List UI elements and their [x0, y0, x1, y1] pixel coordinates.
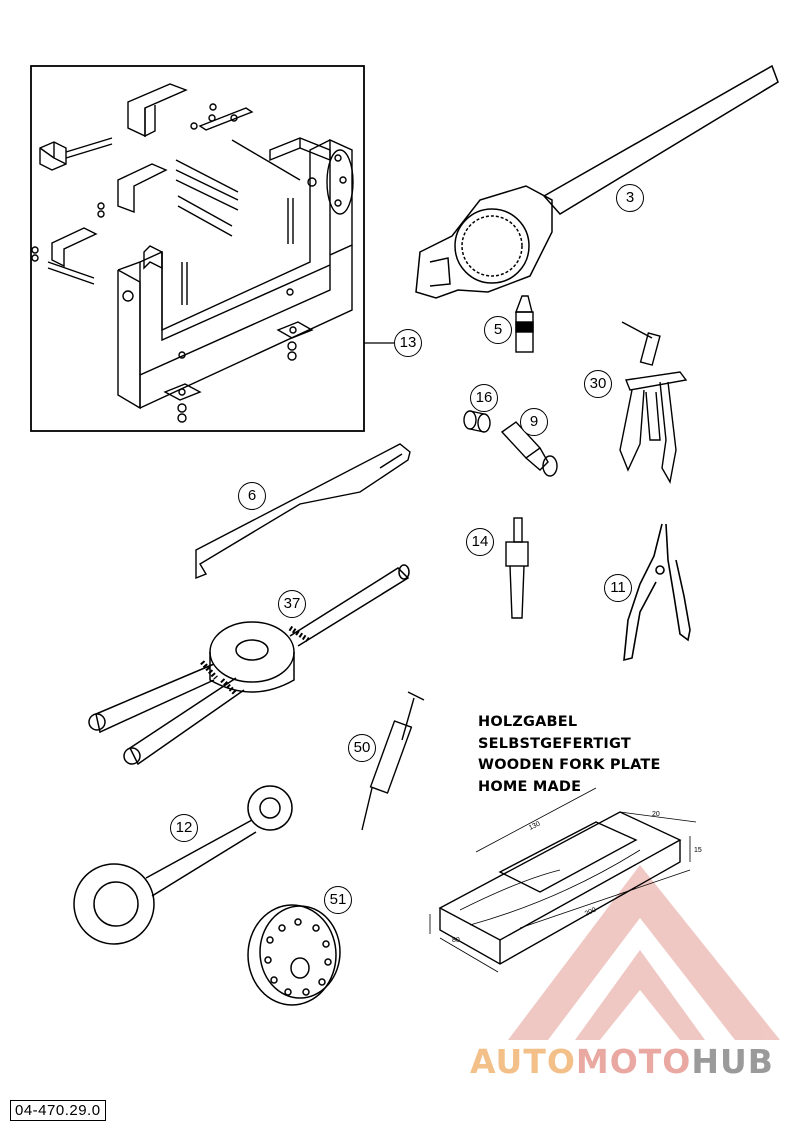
- watermark-hub: HUB: [691, 1042, 774, 1081]
- callout-30: 30: [584, 370, 612, 398]
- watermark-text: AUTOMOTOHUB: [470, 1042, 774, 1081]
- grease-syringe: [361, 691, 425, 831]
- callout-6: 6: [238, 482, 266, 510]
- callout-14: 14: [466, 528, 494, 556]
- sealant-bottle: [514, 295, 534, 353]
- document-number: 04-470.29.0: [10, 1100, 106, 1121]
- watermark-moto: MOTO: [575, 1042, 692, 1081]
- note-line-1: HOLZGABEL: [478, 714, 578, 730]
- bearing-puller: [619, 321, 688, 485]
- callout-50: 50: [348, 734, 376, 762]
- note-line-3: WOODEN FORK PLATE: [478, 757, 661, 773]
- slide-hammer: [505, 517, 529, 619]
- adapter-tool: [500, 421, 558, 477]
- callout-12: 12: [170, 814, 198, 842]
- wooden-fork-plate: [429, 787, 697, 973]
- dim-200: 200: [584, 906, 598, 917]
- dim-80: 80: [452, 937, 460, 944]
- note-line-2: SELBSTGEFERTIGT: [478, 735, 631, 752]
- feeler-plate: [195, 443, 411, 580]
- callout-11: 11: [604, 574, 632, 602]
- fork-stand-assembly: [30, 65, 365, 432]
- callout-5: 5: [484, 316, 512, 344]
- hub-wrench: [73, 785, 293, 945]
- note-line-4: HOME MADE: [478, 778, 582, 795]
- callout-13: 13: [394, 329, 422, 357]
- flywheel-holder: [88, 564, 410, 766]
- dim-20: 20: [652, 811, 660, 818]
- callout-3: 3: [616, 184, 644, 212]
- callout-16: 16: [470, 384, 498, 412]
- clutch-holder-wrench: [415, 64, 779, 299]
- dim-130: 130: [528, 820, 542, 831]
- wooden-fork-plate-note: HOLZGABEL SELBSTGEFERTIGT WOODEN FORK PL…: [478, 712, 661, 798]
- spacer-sleeve: [463, 410, 491, 433]
- dim-15: 15: [694, 847, 702, 854]
- sprocket-disc: [247, 904, 341, 1006]
- callout-51: 51: [324, 886, 352, 914]
- watermark-logo: [508, 865, 780, 1040]
- callout-9: 9: [520, 408, 548, 436]
- callout-37: 37: [278, 590, 306, 618]
- circlip-pliers: [623, 523, 691, 662]
- watermark-auto: AUTO: [470, 1042, 576, 1081]
